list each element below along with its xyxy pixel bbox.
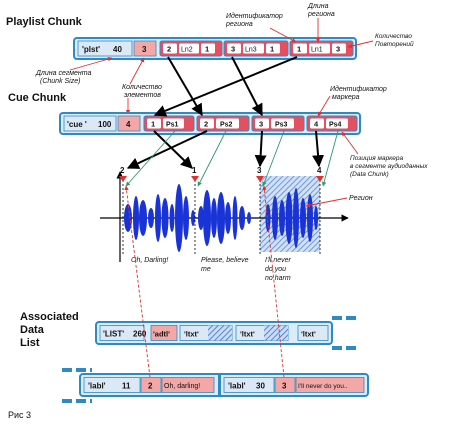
arrow-marker-pos <box>341 131 359 155</box>
playlist-entry-2-rep: 1 <box>270 45 274 54</box>
waveform-marker-1: 1 <box>192 166 197 175</box>
annotation-region-id-1: Идентификатор <box>226 12 283 20</box>
list-ltxt-1: 'ltxt' <box>184 330 199 339</box>
labl-2-cue: 3 <box>282 382 287 391</box>
caption-never-3: no harm <box>265 275 291 282</box>
waveform-marker-4: 4 <box>317 166 322 175</box>
waveform-marker-2: 2 <box>120 166 125 175</box>
labl-1-id: 'labl' <box>88 382 106 391</box>
annotation-region: Регион <box>349 195 373 202</box>
cue-point-1-id: 1 <box>151 120 155 129</box>
annotation-seg-len-2: (Chunk Size) <box>40 78 80 85</box>
cue-point-2-pos: Ps2 <box>220 122 233 129</box>
cue-size: 100 <box>98 120 112 129</box>
arrow-repeats <box>347 40 374 49</box>
playlist-chunk-title: Playlist Chunk <box>6 16 83 28</box>
annotation-region-len-1: Длина <box>307 3 329 10</box>
caption-please-2: me <box>201 266 211 273</box>
arrow-marker-id <box>317 95 331 117</box>
assoc-title-1: Associated <box>20 311 79 323</box>
playlist-size: 40 <box>113 45 122 54</box>
arrow-region-id <box>269 27 297 43</box>
annotation-region-len-2: региона <box>307 11 335 18</box>
annotation-seg-len-1: Длина сегмента <box>35 70 92 77</box>
playlist-id: 'plst' <box>82 45 100 54</box>
cue-count: 4 <box>126 120 131 129</box>
arrow-region <box>305 197 348 208</box>
cue-chunk-title: Cue Chunk <box>8 92 67 104</box>
caption-never-1: I'll never <box>265 257 292 264</box>
waveform-area: 2 1 3 4 <box>100 166 349 262</box>
annotation-marker-id-1: Идентификатор <box>330 85 387 93</box>
playlist-entry-1-rep: 1 <box>205 45 209 54</box>
list-chunk-bar: 'LIST' 260 'adtl' 'ltxt' 'ltxt' 'ltxt' <box>95 316 360 350</box>
playlist-entry-2-id: 3 <box>231 45 235 54</box>
cue-point-1-pos: Ps1 <box>166 122 179 129</box>
labl-2-size: 30 <box>256 382 265 391</box>
label-links <box>124 185 285 378</box>
playlist-entry-2-len: Ln3 <box>245 47 257 54</box>
figure-caption: Рис 3 <box>8 410 31 420</box>
annotation-elem-count-1: Количество <box>122 84 162 91</box>
list-ltxt-3: 'ltxt' <box>301 330 316 339</box>
annotation-marker-pos-3: (Data Chunk) <box>350 171 389 178</box>
caption-never-2: do you <box>265 266 286 273</box>
cue-to-marker-arrows <box>126 130 325 169</box>
annotation-marker-pos-1: Позиция маркера <box>350 155 403 162</box>
annotation-region-id-2: региона <box>225 21 253 28</box>
labl-1-text: Oh, darling! <box>164 383 200 390</box>
labl-2-id: 'labl' <box>228 382 246 391</box>
arrow-seg-len <box>69 56 113 71</box>
list-size: 260 <box>133 330 147 339</box>
assoc-title-2: Data <box>20 324 45 336</box>
annotation-marker-pos-2: в сегменте аудиоданных <box>350 162 428 170</box>
labl-1-cue: 2 <box>148 382 153 391</box>
list-id: 'LIST' <box>103 330 124 339</box>
playlist-entry-3-len: Ln1 <box>311 47 323 54</box>
playlist-chunk-bar: 'plst' 40 3 2 Ln2 1 3 Ln3 1 1 Ln1 3 <box>73 37 357 60</box>
position-arrows <box>125 130 339 187</box>
list-ltxt-2: 'ltxt' <box>240 330 255 339</box>
cue-point-2-id: 2 <box>204 120 208 129</box>
assoc-title-3: List <box>20 337 40 349</box>
cue-point-4-pos: Ps4 <box>329 122 342 129</box>
playlist-entry-3-id: 1 <box>297 45 301 54</box>
annotation-repeats-2: Повторений <box>375 40 414 48</box>
playlist-entry-3-rep: 3 <box>336 45 340 54</box>
cue-point-4-id: 4 <box>314 120 319 129</box>
playlist-entry-1-len: Ln2 <box>181 47 193 54</box>
playlist-entry-1-id: 2 <box>167 45 171 54</box>
playlist-count: 3 <box>142 45 147 54</box>
arrow-elem-count-top <box>129 57 145 85</box>
annotation-elem-count-2: элементов <box>124 92 161 99</box>
cue-id: 'cue ' <box>67 120 87 129</box>
list-type: 'adtl' <box>153 330 170 339</box>
cue-point-3-pos: Ps3 <box>275 122 288 129</box>
labl-2-text: I'll never do you.. <box>298 383 348 390</box>
annotation-marker-id-2: маркера <box>332 94 360 101</box>
annotation-repeats-1: Количество <box>375 33 412 40</box>
playlist-to-cue-arrows <box>153 56 298 117</box>
caption-please-1: Please, believe <box>201 257 249 264</box>
waveform-marker-3: 3 <box>257 166 262 175</box>
labl-chunks-bar: 'labl' 11 2 Oh, darling! 'labl' 30 3 I'l… <box>62 368 369 403</box>
caption-oh-darling: Oh, Darling! <box>131 257 168 264</box>
cue-chunk-bar: 'cue ' 100 4 1 Ps1 2 Ps2 3 Ps3 4 Ps4 <box>59 112 361 135</box>
labl-1-size: 11 <box>122 382 131 391</box>
waveform <box>124 184 318 252</box>
cue-point-3-id: 3 <box>259 120 263 129</box>
